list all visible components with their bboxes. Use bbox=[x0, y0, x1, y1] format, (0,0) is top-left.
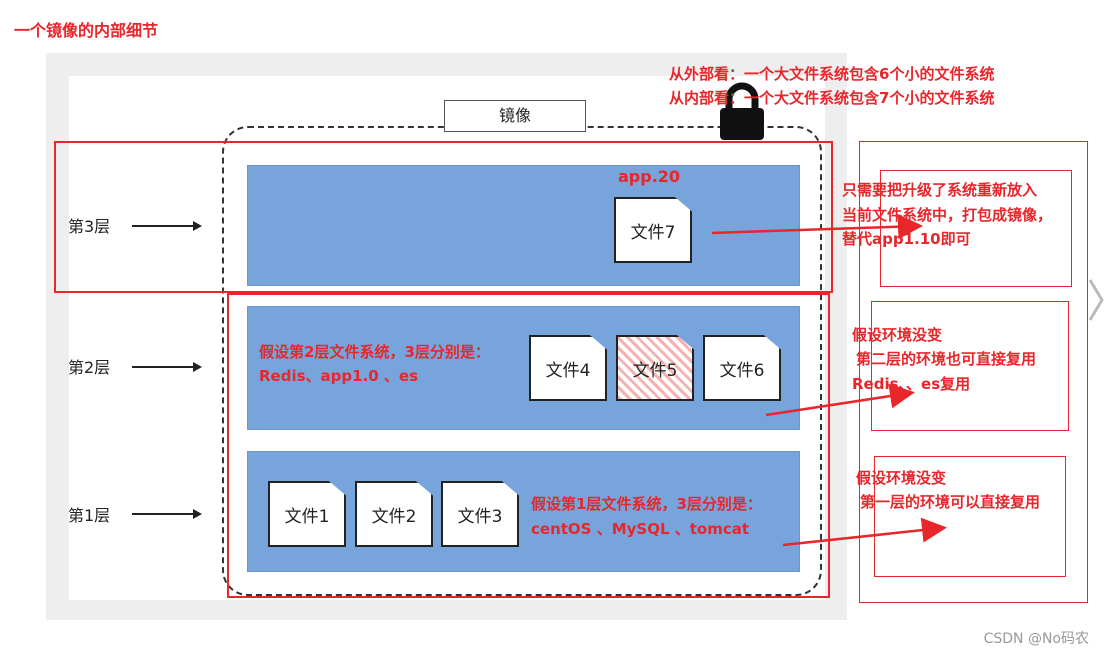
annotation-layer1-line1: 假设第1层文件系统，3层分别是： bbox=[531, 495, 762, 513]
layer-3-box bbox=[247, 165, 800, 286]
layer-3-label: 第3层 bbox=[68, 217, 111, 236]
right-notes-outer-box bbox=[859, 141, 1088, 603]
annotation-layer2-line2: Redis、app1.0 、es bbox=[259, 367, 419, 385]
layer-3-highlight-box bbox=[54, 141, 833, 293]
right-note-3-line1: 假设环境没变 bbox=[856, 469, 947, 487]
layer-1-arrow bbox=[132, 509, 202, 519]
annotation-layer3-tag: app.20 bbox=[618, 167, 681, 186]
file-3: 文件3 bbox=[441, 481, 519, 547]
layers-1-2-highlight-box bbox=[227, 293, 830, 598]
right-note-2-box bbox=[871, 301, 1069, 431]
annotation-layer1-line2: centOS 、MySQL 、tomcat bbox=[531, 520, 750, 538]
arrow-layer1-to-note3 bbox=[782, 517, 947, 547]
annotation-inside-view: 从内部看：一个大文件系统包含7个小的文件系统 bbox=[669, 89, 995, 107]
file-4: 文件4 bbox=[529, 335, 607, 401]
file-2: 文件2 bbox=[355, 481, 433, 547]
layer-2-arrow bbox=[132, 362, 202, 372]
right-note-1-line2: 当前文件系统中，打包成镜像， bbox=[842, 206, 1053, 224]
lock-icon bbox=[720, 82, 764, 140]
arrow-layer2-to-note2 bbox=[765, 383, 915, 417]
watermark: CSDN @No码农 bbox=[983, 631, 1089, 647]
file-6: 文件6 bbox=[703, 335, 781, 401]
right-note-3-box bbox=[874, 456, 1066, 577]
annotation-outside-view: 从外部看：一个大文件系统包含6个小的文件系统 bbox=[669, 65, 995, 83]
page-title: 一个镜像的内部细节 bbox=[14, 21, 159, 40]
layer-3-arrow bbox=[132, 221, 202, 231]
annotation-layer2-line1: 假设第2层文件系统，3层分别是： bbox=[259, 343, 490, 361]
image-label: 镜像 bbox=[444, 100, 586, 132]
right-note-2-line1: 假设环境没变 bbox=[852, 326, 943, 344]
arrow-layer3-to-note1 bbox=[711, 214, 923, 240]
layer-1-label: 第1层 bbox=[68, 506, 111, 525]
right-note-2-line2: 第二层的环境也可直接复用 bbox=[856, 350, 1037, 368]
layer-2-label: 第2层 bbox=[68, 358, 111, 377]
chevron-right-icon[interactable] bbox=[1088, 278, 1104, 322]
file-5: 文件5 bbox=[616, 335, 694, 401]
right-note-1-line1: 只需要把升级了系统重新放入 bbox=[842, 181, 1038, 199]
file-1: 文件1 bbox=[268, 481, 346, 547]
right-note-3-line2: 第一层的环境可以直接复用 bbox=[860, 493, 1041, 511]
file-7: 文件7 bbox=[614, 197, 692, 263]
